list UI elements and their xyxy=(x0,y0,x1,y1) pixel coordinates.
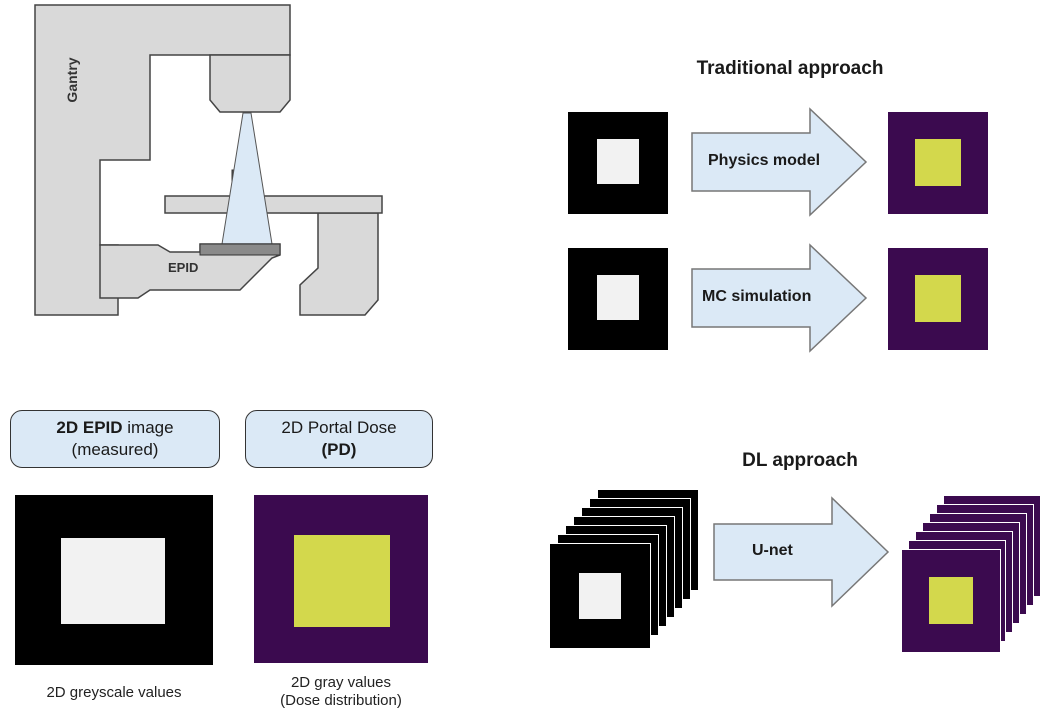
unet-arrow xyxy=(713,496,890,608)
portal-dose-label: 2D Portal Dose (PD) xyxy=(245,410,433,468)
traditional-title: Traditional approach xyxy=(696,58,884,79)
epid-image-large xyxy=(15,495,213,665)
epid-image-row2 xyxy=(568,248,668,350)
epid-panel xyxy=(199,243,281,256)
epid-label-rest: image xyxy=(122,418,174,437)
dl-title: DL approach xyxy=(742,450,858,471)
physics-model-arrow xyxy=(691,107,868,217)
linac-schematic xyxy=(34,4,383,316)
pd-label-line2: (PD) xyxy=(321,440,357,459)
radiation-beam xyxy=(221,112,273,245)
dose-field-row2 xyxy=(915,275,961,322)
couch-top xyxy=(164,195,383,214)
epid-field-row2 xyxy=(597,275,639,320)
mc-simulation-label: MC simulation xyxy=(702,288,812,305)
physics-model-label: Physics model xyxy=(708,152,821,169)
dose-field-large xyxy=(294,535,390,627)
stack-input-field xyxy=(579,573,621,619)
unet-label: U-net xyxy=(752,542,793,559)
pd-caption-line1: 2D gray values xyxy=(290,674,392,691)
stack-input-front xyxy=(549,543,651,649)
epid-label-line2: (measured) xyxy=(71,440,159,459)
pd-caption-line2: (Dose distribution) xyxy=(280,692,402,709)
epid-label-bold: 2D EPID xyxy=(56,418,123,437)
dose-map-row2 xyxy=(888,248,988,350)
epid-field-large xyxy=(61,538,165,624)
dose-map-row1 xyxy=(888,112,988,214)
pd-label-line1: 2D Portal Dose xyxy=(281,418,397,437)
dose-field-row1 xyxy=(915,139,961,186)
gantry-label: Gantry xyxy=(64,57,80,103)
dose-map-large xyxy=(254,495,428,663)
mc-simulation-arrow xyxy=(691,243,868,353)
epid-image-label: 2D EPID image (measured) xyxy=(10,410,220,468)
stack-output-front xyxy=(901,549,1001,653)
epid-caption: 2D greyscale values xyxy=(46,684,182,701)
couch-support xyxy=(299,212,379,316)
epid-label: EPID xyxy=(168,260,199,275)
epid-image-row1 xyxy=(568,112,668,214)
stack-output-field xyxy=(929,577,973,624)
gantry-shape xyxy=(34,4,291,316)
treatment-head xyxy=(209,54,291,113)
epid-field-row1 xyxy=(597,139,639,184)
